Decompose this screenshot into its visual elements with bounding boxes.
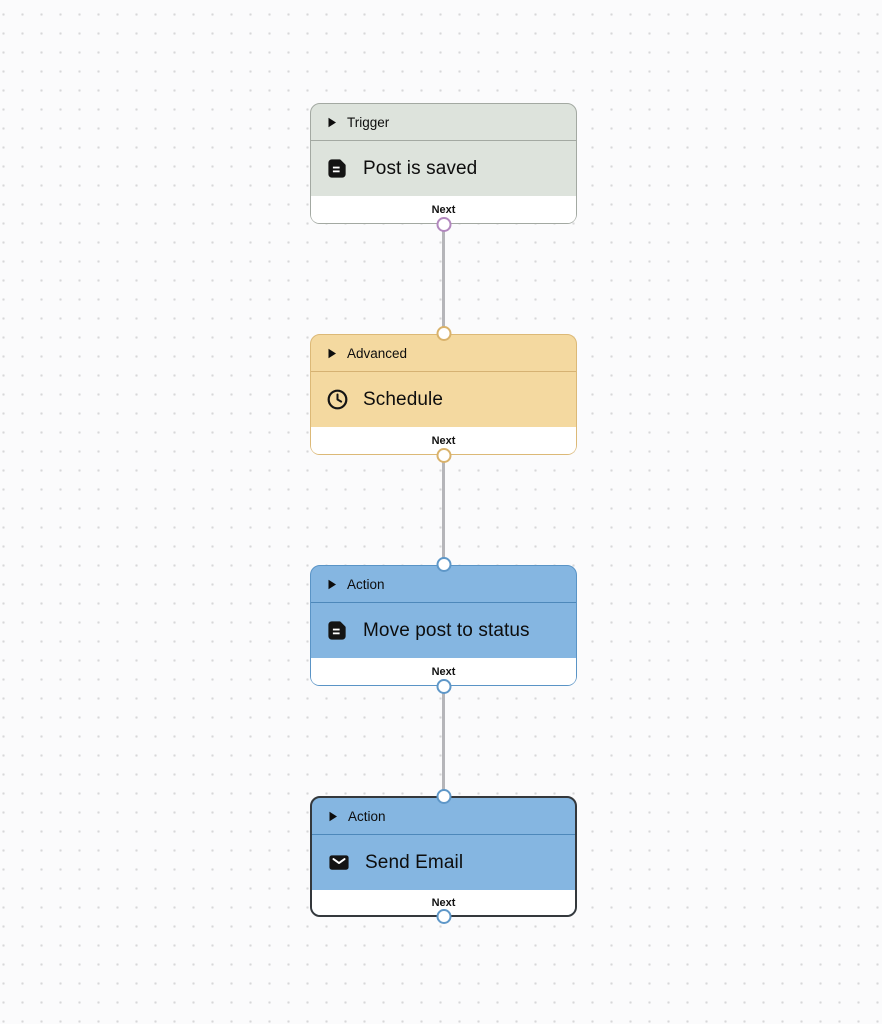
node-header[interactable]: Action (312, 798, 575, 835)
node-footer-next: Next (312, 890, 575, 915)
node-header[interactable]: Advanced (311, 335, 576, 372)
next-label: Next (431, 434, 456, 447)
edge-schedule-to-move-post (442, 455, 445, 565)
node-body[interactable]: Post is saved (311, 141, 576, 196)
node-action-send-email[interactable]: Action Send Email Next (310, 789, 577, 924)
input-port[interactable] (436, 557, 451, 572)
node-category-label: Trigger (347, 114, 390, 130)
node-category-label: Action (347, 576, 385, 592)
node-header[interactable]: Trigger (311, 104, 576, 141)
node-title: Send Email (365, 851, 464, 873)
play-triangle-icon (327, 117, 337, 128)
next-label: Next (431, 203, 456, 216)
output-port[interactable] (436, 909, 451, 924)
play-triangle-icon (327, 579, 337, 590)
document-icon (326, 619, 349, 642)
node-header[interactable]: Action (311, 566, 576, 603)
node-category-label: Advanced (347, 345, 408, 361)
play-triangle-icon (328, 811, 338, 822)
envelope-icon (327, 851, 351, 874)
node-title: Schedule (363, 388, 444, 410)
node-body[interactable]: Send Email (312, 835, 575, 890)
node-title: Move post to status (363, 619, 530, 641)
node-title: Post is saved (363, 157, 478, 179)
document-icon (326, 157, 349, 180)
edge-trigger-to-schedule (442, 224, 445, 334)
node-action-move-post-to-status[interactable]: Action Move post to status Next (310, 557, 577, 694)
output-port[interactable] (436, 679, 451, 694)
next-label: Next (431, 665, 456, 678)
node-advanced-schedule[interactable]: Advanced Schedule Next (310, 326, 577, 463)
clock-icon (326, 388, 349, 411)
input-port[interactable] (436, 789, 451, 804)
input-port[interactable] (436, 326, 451, 341)
output-port[interactable] (436, 448, 451, 463)
node-body[interactable]: Schedule (311, 372, 576, 427)
next-label: Next (431, 896, 456, 909)
edge-move-post-to-send-email (442, 686, 445, 796)
node-body[interactable]: Move post to status (311, 603, 576, 658)
output-port[interactable] (436, 217, 451, 232)
node-trigger-post-is-saved[interactable]: Trigger Post is saved Next (310, 103, 577, 232)
play-triangle-icon (327, 348, 337, 359)
node-category-label: Action (348, 808, 386, 824)
